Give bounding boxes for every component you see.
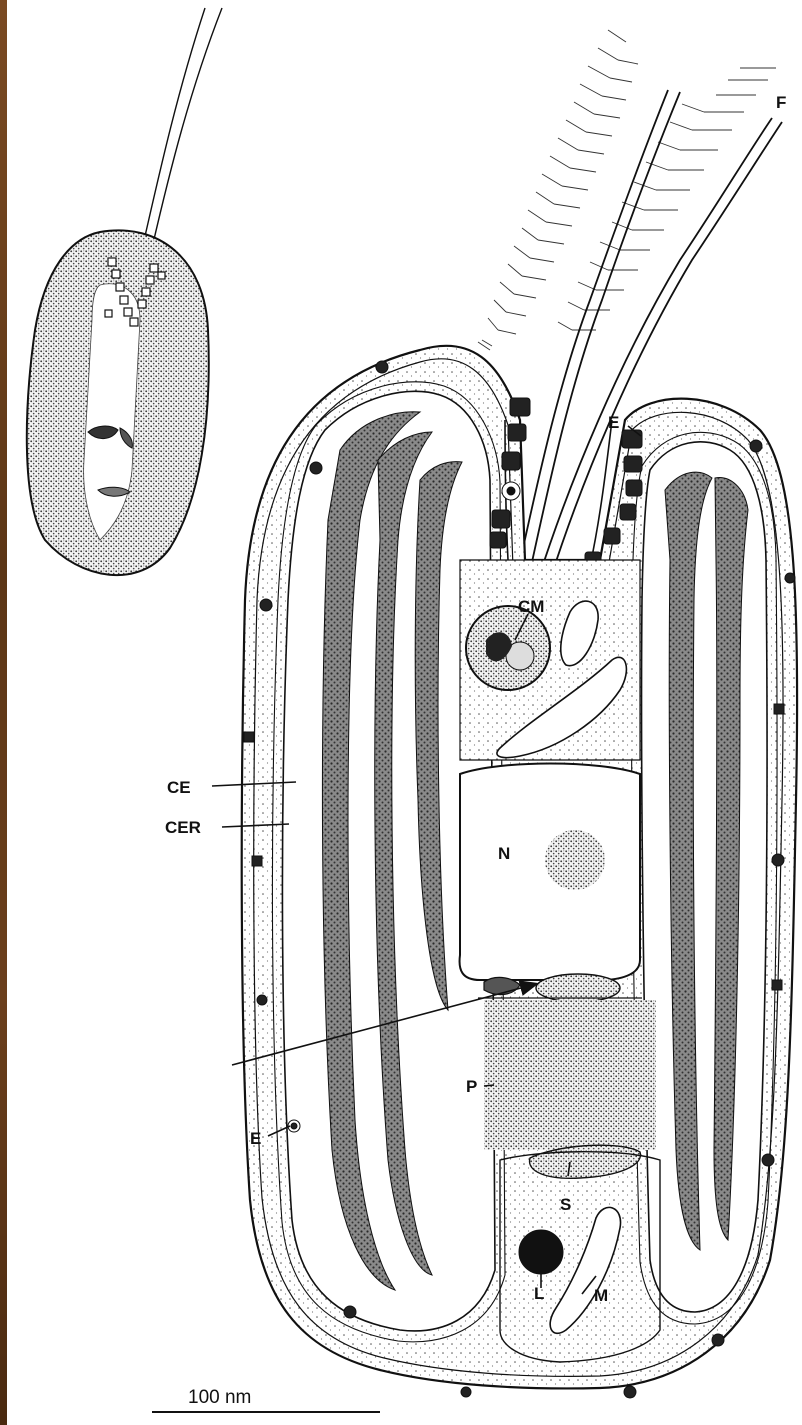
label-chloroplast-envelope: CE [167, 779, 191, 796]
main-cell [242, 346, 797, 1398]
label-nucleus: N [498, 845, 510, 862]
inset-flagellum [143, 8, 205, 245]
label-chloroplast-er: CER [165, 819, 201, 836]
label-flagellum: F [776, 94, 786, 111]
inset-cell [27, 8, 222, 575]
label-starch: S [560, 1196, 571, 1213]
nucleolus [545, 830, 605, 890]
lipid-droplet [519, 1230, 563, 1274]
pyrenoid [484, 1000, 656, 1150]
label-lipid: L [534, 1285, 544, 1302]
label-mitochondrion: M [594, 1287, 608, 1304]
label-ejectosome-bottom: E [250, 1130, 261, 1147]
scale-bar-label: 100 nm [188, 1388, 251, 1407]
label-nucleomorph: CM [518, 598, 544, 615]
inset-flagellum [152, 8, 222, 248]
leader-line-p [484, 1085, 494, 1086]
label-pyrenoid: P [466, 1078, 477, 1095]
label-ejectosome-top: E [608, 414, 619, 431]
